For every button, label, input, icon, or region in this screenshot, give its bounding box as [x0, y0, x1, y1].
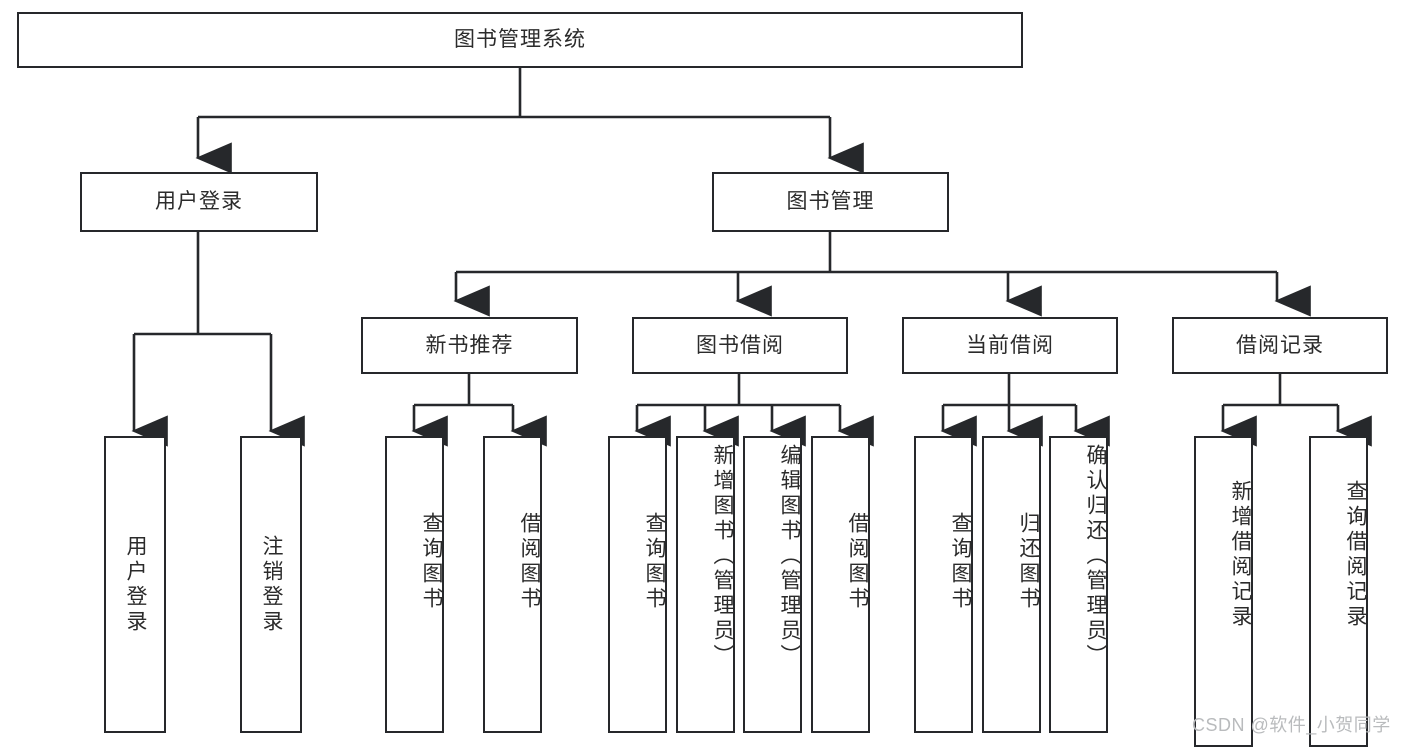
node-user-login-label: 用户登录 [155, 190, 243, 214]
node-leaf-user-login[interactable]: 用户登录 [104, 436, 166, 733]
node-leaf-borrow-book-2-label: 借阅图书 [846, 512, 869, 612]
node-leaf-query-book-3[interactable]: 查询图书 [914, 436, 973, 733]
node-root-label: 图书管理系统 [454, 28, 586, 52]
node-borrow-record[interactable]: 借阅记录 [1172, 317, 1388, 374]
node-leaf-return-book[interactable]: 归还图书 [982, 436, 1041, 733]
node-borrow-record-label: 借阅记录 [1236, 333, 1324, 357]
node-leaf-query-book-2[interactable]: 查询图书 [608, 436, 667, 733]
node-leaf-edit-book[interactable]: 编辑图书（管理员） [743, 436, 802, 733]
node-leaf-query-book-1[interactable]: 查询图书 [385, 436, 444, 733]
node-current-borrow-label: 当前借阅 [966, 333, 1054, 357]
node-current-borrow[interactable]: 当前借阅 [902, 317, 1118, 374]
node-leaf-borrow-book-1-label: 借阅图书 [518, 512, 541, 612]
node-root[interactable]: 图书管理系统 [17, 12, 1023, 68]
node-book-borrow[interactable]: 图书借阅 [632, 317, 848, 374]
node-leaf-query-record[interactable]: 查询借阅记录 [1309, 436, 1368, 747]
node-new-book-recommend[interactable]: 新书推荐 [361, 317, 578, 374]
node-leaf-query-book-2-label: 查询图书 [643, 512, 666, 612]
node-leaf-add-record-label: 新增借阅记录 [1229, 480, 1252, 630]
node-leaf-borrow-book-1[interactable]: 借阅图书 [483, 436, 542, 733]
node-book-manage-label: 图书管理 [786, 190, 875, 214]
node-leaf-return-book-label: 归还图书 [1017, 512, 1040, 612]
node-leaf-add-book-label: 新增图书（管理员） [711, 444, 734, 669]
node-leaf-add-record[interactable]: 新增借阅记录 [1194, 436, 1253, 747]
node-leaf-logout-label: 注销登录 [260, 534, 284, 635]
watermark-text: CSDN @软件_小贺同学 [1192, 715, 1391, 735]
node-leaf-confirm-return[interactable]: 确认归还（管理员） [1049, 436, 1108, 733]
node-leaf-add-book[interactable]: 新增图书（管理员） [676, 436, 735, 733]
node-leaf-confirm-return-label: 确认归还（管理员） [1084, 444, 1107, 669]
node-leaf-query-record-label: 查询借阅记录 [1344, 480, 1367, 630]
node-leaf-logout[interactable]: 注销登录 [240, 436, 302, 733]
node-book-manage[interactable]: 图书管理 [712, 172, 949, 232]
node-leaf-edit-book-label: 编辑图书（管理员） [778, 444, 801, 669]
node-leaf-borrow-book-2[interactable]: 借阅图书 [811, 436, 870, 733]
node-leaf-query-book-1-label: 查询图书 [420, 512, 443, 612]
node-book-borrow-label: 图书借阅 [696, 333, 784, 357]
node-leaf-user-login-label: 用户登录 [124, 534, 148, 635]
node-leaf-query-book-3-label: 查询图书 [949, 512, 972, 612]
node-user-login[interactable]: 用户登录 [80, 172, 318, 232]
node-new-book-recommend-label: 新书推荐 [425, 333, 514, 357]
